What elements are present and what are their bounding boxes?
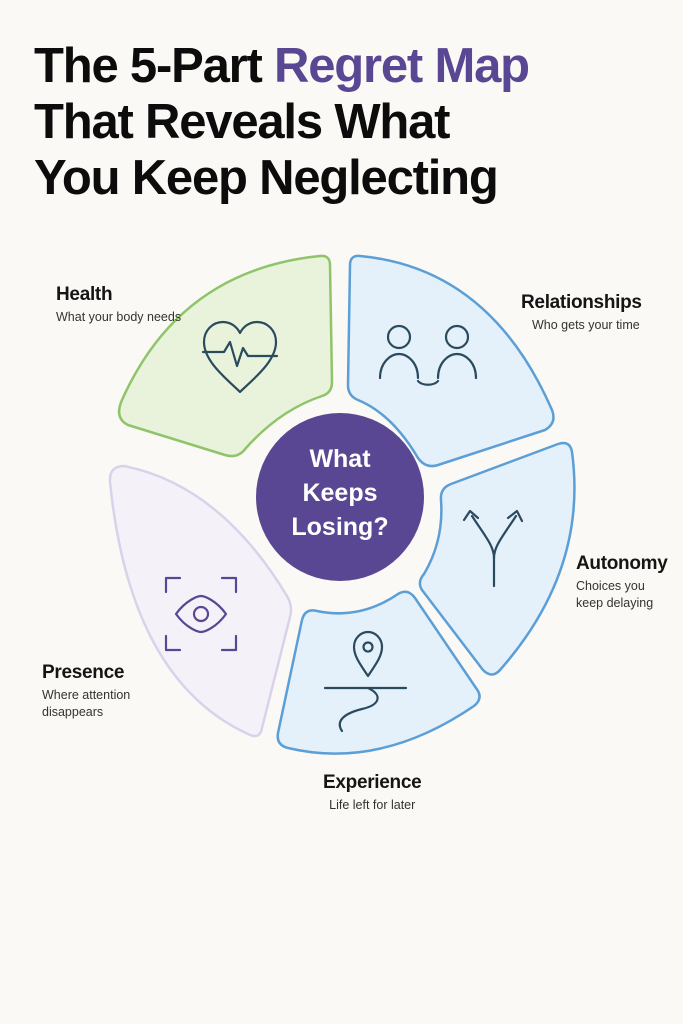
health-segment: [117, 254, 334, 458]
experience-segment: [276, 590, 481, 755]
presence-label: Presence Where attention disappears: [42, 662, 130, 721]
relationships-segment: [346, 254, 555, 468]
heart-pulse-icon: [201, 320, 279, 394]
location-path-icon: [323, 630, 408, 733]
center-label: What Keeps Losing?: [291, 445, 389, 541]
autonomy-label: Autonomy Choices you keep delaying: [576, 553, 668, 612]
title-prefix: The 5-Part: [34, 39, 275, 93]
two-people-icon: [378, 324, 478, 386]
relationships-label: Relationships Who gets your time: [521, 292, 642, 334]
fork-arrows-icon: [462, 509, 524, 588]
presence-description: Where attention disappears: [42, 688, 131, 719]
relationships-description: Who gets your time: [532, 318, 640, 332]
autonomy-segment: [418, 441, 576, 676]
page-title: The 5-Part Regret Map That Reveals What …: [34, 38, 654, 206]
title-line-3: You Keep Neglecting: [34, 151, 499, 205]
experience-description: Life left for later: [329, 798, 416, 812]
presence-segment: [108, 464, 293, 738]
title-line-2: That Reveals What: [34, 95, 450, 149]
health-label: Health What your body needs: [56, 284, 181, 326]
health-description: What your body needs: [56, 310, 182, 324]
autonomy-name: Autonomy: [576, 553, 668, 574]
focus-eye-icon: [164, 576, 238, 652]
title-line-1: The 5-Part Regret Map: [34, 38, 654, 94]
experience-label: Experience Life left for later: [323, 772, 422, 814]
health-name: Health: [56, 284, 113, 305]
relationships-name: Relationships: [521, 292, 642, 313]
center-circle: [256, 413, 424, 581]
autonomy-description: Choices you keep delaying: [576, 579, 654, 610]
title-accent: Regret Map: [274, 39, 530, 93]
presence-name: Presence: [42, 662, 125, 683]
experience-name: Experience: [323, 772, 422, 793]
